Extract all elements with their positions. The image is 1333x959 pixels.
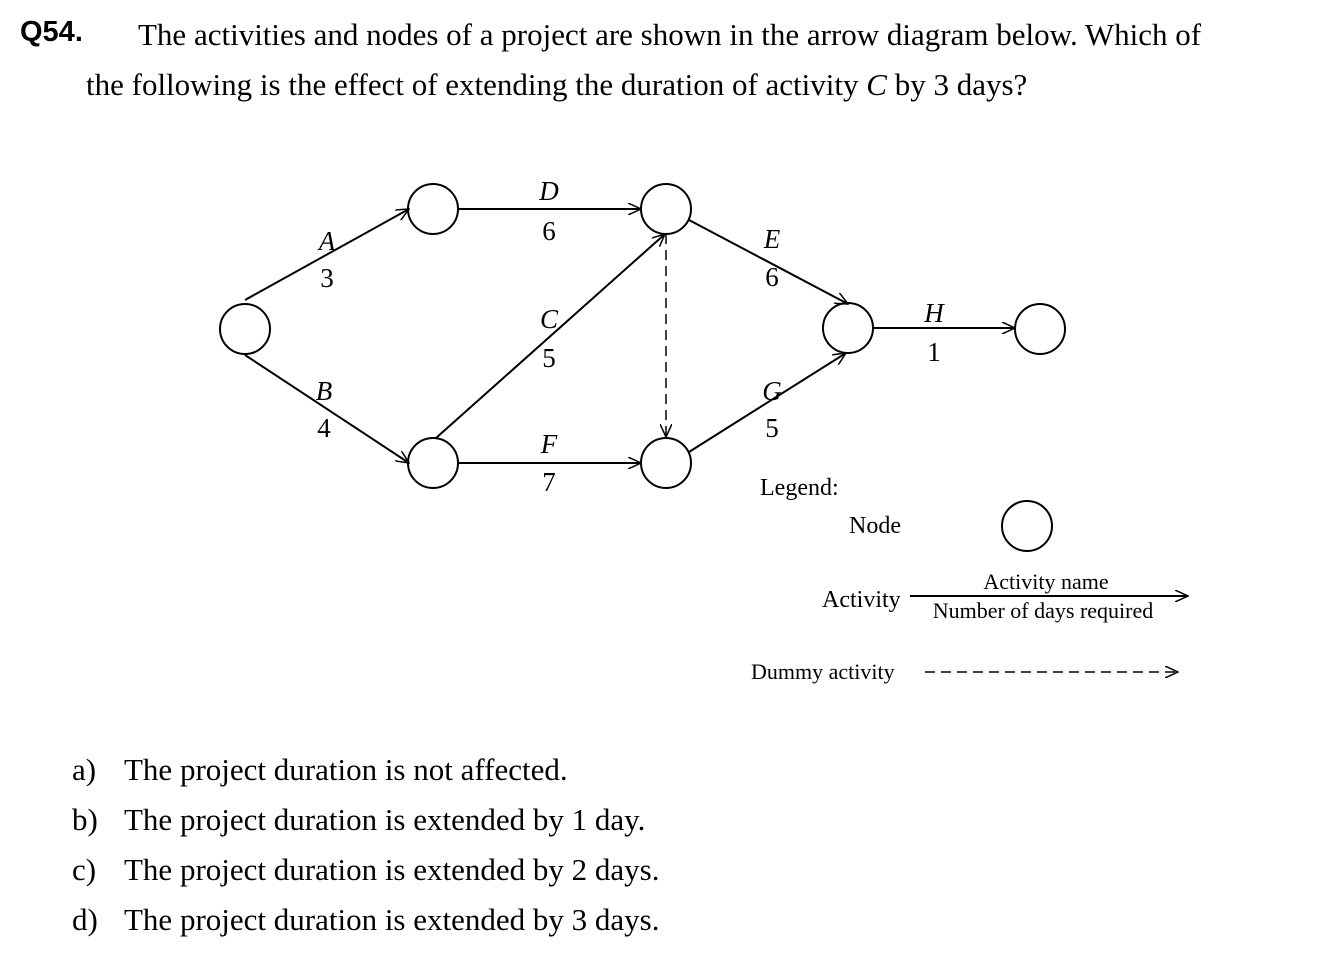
activity-f-days: 7 <box>542 467 556 497</box>
arrow-g <box>688 353 846 453</box>
arrow-a <box>244 208 409 301</box>
node-2 <box>407 183 459 235</box>
option-b[interactable]: b) The project duration is extended by 1 … <box>72 802 645 838</box>
option-d[interactable]: d) The project duration is extended by 3 … <box>72 902 659 938</box>
option-text: The project duration is extended by 2 da… <box>124 852 660 887</box>
question-number: Q54. <box>20 16 83 48</box>
arrow-c <box>435 234 665 439</box>
option-label: c) <box>72 852 97 887</box>
activity-h-days: 1 <box>927 337 941 367</box>
legend-days-required: Number of days required <box>933 598 1154 623</box>
option-text: The project duration is not affected. <box>124 752 568 787</box>
activity-d-days: 6 <box>542 216 556 246</box>
option-label: a) <box>72 752 97 787</box>
legend-node-symbol <box>1001 500 1053 552</box>
activity-c-days: 5 <box>542 343 556 373</box>
arrow-b <box>244 354 409 463</box>
activity-e-name: E <box>763 224 781 254</box>
question-text-prefix: the following is the effect of extending… <box>86 67 867 102</box>
activity-e-days: 6 <box>765 262 779 292</box>
legend-activity-label: Activity <box>822 587 901 613</box>
activity-f-name: F <box>540 429 558 459</box>
question-text-suffix: by 3 days? <box>886 67 1028 102</box>
node-6 <box>822 302 874 354</box>
legend-activity-name: Activity name <box>983 569 1108 594</box>
activity-a-name: A <box>317 226 336 256</box>
activity-b-name: B <box>316 376 333 406</box>
option-c[interactable]: c) The project duration is extended by 2 … <box>72 852 659 888</box>
legend-node-label: Node <box>849 513 901 539</box>
arrow-e <box>688 219 848 305</box>
activity-g-name: G <box>762 376 782 406</box>
activity-d-name: D <box>538 176 559 206</box>
activity-a-days: 3 <box>320 263 334 293</box>
option-label: b) <box>72 802 98 837</box>
option-text: The project duration is extended by 1 da… <box>124 802 646 837</box>
node-4 <box>407 437 459 489</box>
node-1 <box>219 303 271 355</box>
activity-c-name: C <box>540 304 559 334</box>
activity-g-days: 5 <box>765 413 779 443</box>
legend-dummy-label: Dummy activity <box>751 659 895 684</box>
question-activity-variable: C <box>866 67 887 102</box>
option-a[interactable]: a) The project duration is not affected. <box>72 752 568 788</box>
option-text: The project duration is extended by 3 da… <box>124 902 660 937</box>
node-5 <box>640 437 692 489</box>
question-text-line2: the following is the effect of extending… <box>86 60 1027 110</box>
question-text-line1: The activities and nodes of a project ar… <box>138 17 1202 52</box>
option-label: d) <box>72 902 98 937</box>
activity-h-name: H <box>923 298 945 328</box>
node-3 <box>640 183 692 235</box>
activity-b-days: 4 <box>317 413 331 443</box>
legend-title: Legend: <box>760 475 839 501</box>
node-7 <box>1014 303 1066 355</box>
